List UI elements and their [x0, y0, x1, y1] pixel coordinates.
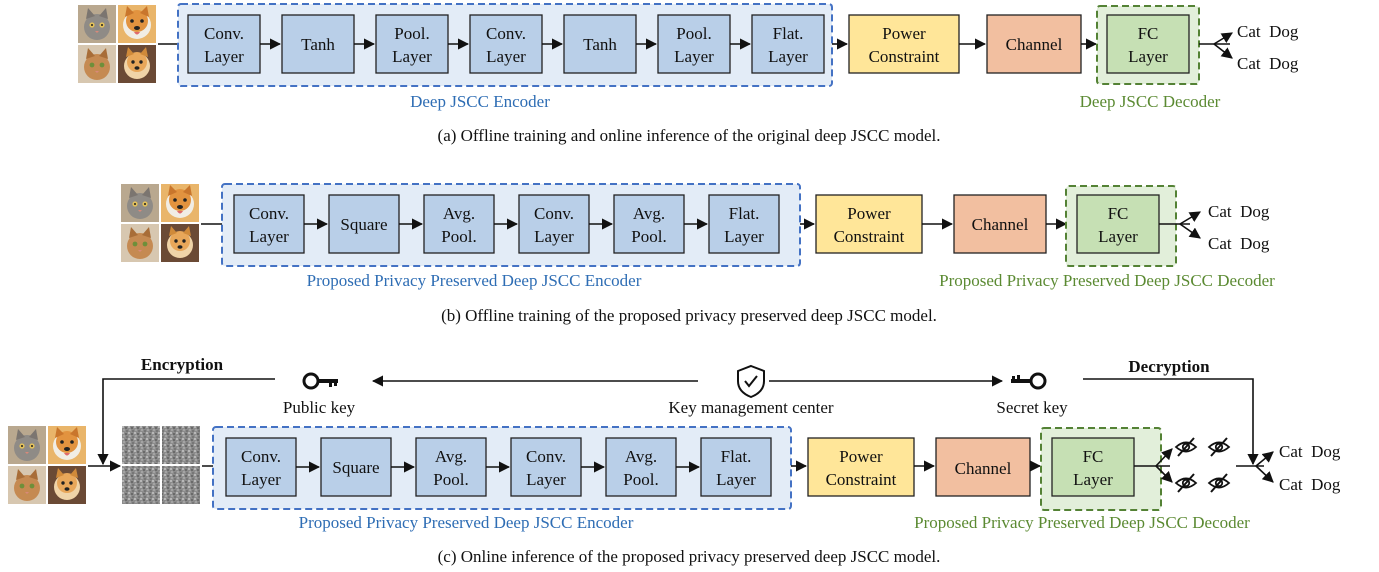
diagram_a-encoder-block-3 — [469, 14, 543, 74]
diagram_b-encoder-block-3 — [518, 194, 590, 254]
decryption-label: Decryption — [1128, 357, 1210, 376]
caption-a: (a) Offline training and online inferenc… — [438, 126, 941, 145]
diagram-a: Conv.Layer Tanh Pool.Layer Conv.Layer Tanh Po… — [78, 3, 1299, 145]
diagram_b-encoder-block-label-3: Conv.Layer — [534, 204, 574, 246]
diagram_a-encoder-block-5 — [657, 14, 731, 74]
diagram_a-encoder-block-label-0: Conv.Layer — [204, 24, 244, 66]
diagram_a-encoder-block-label-6: Flat.Layer — [768, 24, 808, 66]
diagram_c-encoder-block-5 — [700, 437, 772, 497]
diagram_c-encoder-block-label-3: Conv.Layer — [526, 447, 566, 489]
diagram_c-encoder-block-label-4: Avg.Pool. — [623, 447, 658, 489]
diagram_a-encoder-block-label-5: Pool.Layer — [674, 24, 714, 66]
diagram-b: Conv.Layer Square Avg.Pool. Conv.Layer Avg.P… — [121, 183, 1275, 325]
output-labels-b-1: Cat Dog — [1208, 202, 1270, 221]
decoder-label-b: Proposed Privacy Preserved Deep JSCC Dec… — [939, 271, 1275, 290]
encoder-blocks-a: Conv.Layer Tanh Pool.Layer Conv.Layer Tanh Po… — [187, 14, 825, 74]
output-labels-a-1: Cat Dog — [1237, 22, 1299, 41]
fc-layer-block-b — [1076, 194, 1160, 254]
encoder-label-c: Proposed Privacy Preserved Deep JSCC Enc… — [299, 513, 634, 532]
diagram_a-encoder-block-label-1: Tanh — [301, 35, 335, 54]
shield-check-icon — [737, 364, 765, 399]
diagram_c-encoder-block-0 — [225, 437, 297, 497]
encoder-blocks-c: Conv.Layer Square Avg.Pool. Conv.Layer Avg.P… — [225, 437, 772, 497]
diagram_c-encoder-block-2 — [415, 437, 487, 497]
diagram_c-encoder-block-label-1: Square — [332, 458, 379, 477]
diagram_a-encoder-block-0 — [187, 14, 261, 74]
diagram_b-encoder-block-0 — [233, 194, 305, 254]
diagram_a-encoder-block-label-2: Pool.Layer — [392, 24, 432, 66]
diagram_a-encoder-block-4 — [563, 14, 637, 74]
encoder-label-b: Proposed Privacy Preserved Deep JSCC Enc… — [307, 271, 642, 290]
fc-layer-block-a — [1106, 14, 1190, 74]
secret-key-icon — [1011, 372, 1047, 390]
output-labels-a-2: Cat Dog — [1237, 54, 1299, 73]
diagram-c: Encryption Decryption Public key Key man… — [8, 355, 1341, 566]
encoder-blocks-b: Conv.Layer Square Avg.Pool. Conv.Layer Avg.P… — [233, 194, 780, 254]
caption-c: (c) Online inference of the proposed pri… — [438, 547, 941, 566]
channel-block-a — [986, 14, 1082, 74]
decoder-label-a: Deep JSCC Decoder — [1080, 92, 1221, 111]
caption-b: (b) Offline training of the proposed pri… — [441, 306, 937, 325]
output-labels-c-2: Cat Dog — [1279, 475, 1341, 494]
eye-slash-icon — [1208, 473, 1230, 493]
diagram_a-encoder-block-label-4: Tanh — [583, 35, 617, 54]
diagram_b-encoder-block-2 — [423, 194, 495, 254]
eye-slash-icon — [1175, 437, 1197, 457]
eye-slash-icon — [1175, 473, 1197, 493]
diagram_b-encoder-block-1 — [328, 194, 400, 254]
channel-block-c — [935, 437, 1031, 497]
input-pet-images-b — [121, 184, 199, 262]
encryption-label: Encryption — [141, 355, 224, 374]
key-management-center-label: Key management center — [668, 398, 834, 417]
diagram_c-encoder-block-label-2: Avg.Pool. — [433, 447, 468, 489]
diagram_b-encoder-block-label-2: Avg.Pool. — [441, 204, 476, 246]
input-pet-images-a — [78, 5, 156, 83]
eye-slash-icon — [1208, 437, 1230, 457]
diagram_b-encoder-block-label-0: Conv.Layer — [249, 204, 289, 246]
encoder-label-a: Deep JSCC Encoder — [410, 92, 550, 111]
decoder-label-c: Proposed Privacy Preserved Deep JSCC Dec… — [914, 513, 1250, 532]
fc-layer-block-c — [1051, 437, 1135, 497]
encrypted-noise-images — [122, 426, 200, 504]
diagram_b-encoder-block-label-4: Avg.Pool. — [631, 204, 666, 246]
secret-key-label: Secret key — [996, 398, 1068, 417]
power-constraint-block-c — [807, 437, 915, 497]
diagram_c-encoder-block-label-5: Flat.Layer — [716, 447, 756, 489]
output-labels-c-1: Cat Dog — [1279, 442, 1341, 461]
power-constraint-block-a — [848, 14, 960, 74]
diagram_a-encoder-block-6 — [751, 14, 825, 74]
diagram_b-encoder-block-label-5: Flat.Layer — [724, 204, 764, 246]
diagram_a-encoder-block-1 — [281, 14, 355, 74]
channel-label-a: Channel — [1006, 35, 1063, 54]
diagram_b-encoder-block-label-1: Square — [340, 215, 387, 234]
output-labels-b-2: Cat Dog — [1208, 234, 1270, 253]
diagram_a-encoder-block-2 — [375, 14, 449, 74]
channel-block-b — [953, 194, 1047, 254]
diagram_a-encoder-block-label-3: Conv.Layer — [486, 24, 526, 66]
diagram_b-encoder-block-5 — [708, 194, 780, 254]
input-pet-images-c — [8, 426, 86, 504]
public-key-icon — [302, 372, 338, 390]
channel-label-c: Channel — [955, 459, 1012, 478]
diagram_c-encoder-block-label-0: Conv.Layer — [241, 447, 281, 489]
diagram_c-encoder-block-1 — [320, 437, 392, 497]
public-key-label: Public key — [283, 398, 356, 417]
channel-label-b: Channel — [972, 215, 1029, 234]
